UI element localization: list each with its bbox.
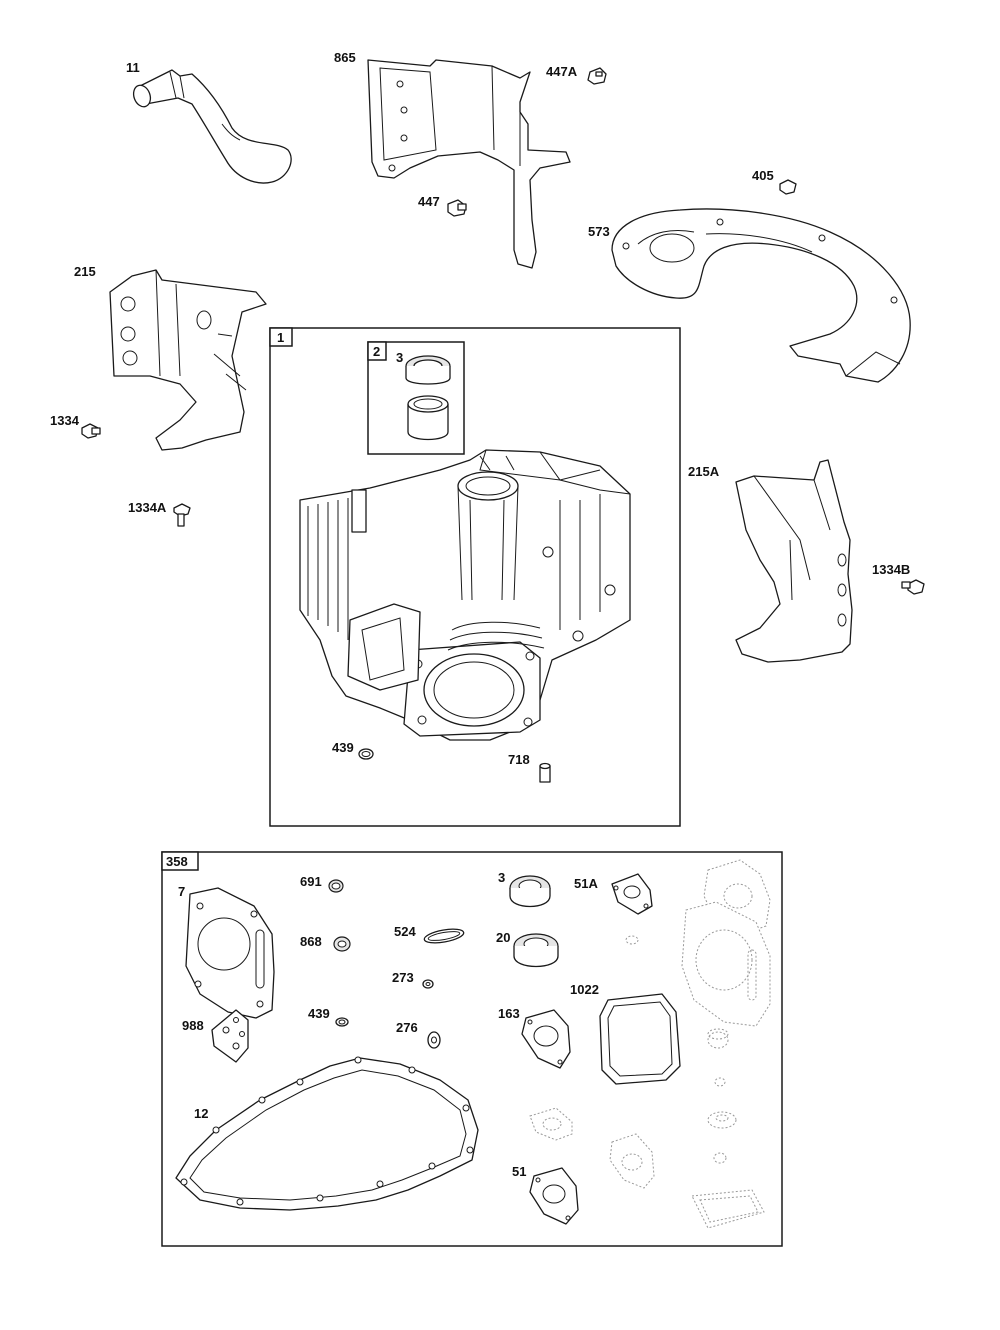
part-447-screw (447, 199, 467, 217)
callout-868: 868 (300, 934, 322, 949)
part-573-air-guide (611, 208, 911, 383)
callout-1334: 1334 (50, 413, 80, 428)
part-20-oil-seal (513, 933, 559, 968)
box-2-bearing-kit (367, 341, 465, 455)
part-3-oil-seal-kit (405, 355, 451, 441)
callout-447: 447 (418, 194, 440, 209)
part-1334B-screw (901, 579, 925, 595)
callout-691: 691 (300, 874, 322, 889)
part-276-washer (427, 1031, 441, 1049)
callout-1334B: 1334B (872, 562, 910, 577)
callout-163: 163 (498, 1006, 520, 1021)
callout-276: 276 (396, 1020, 418, 1035)
part-1022-valve-cover-gasket (599, 993, 681, 1085)
callout-7: 7 (178, 884, 185, 899)
callout-439-engine: 439 (332, 740, 354, 755)
part-439-o-ring-set (335, 1017, 349, 1027)
callout-1022: 1022 (570, 982, 599, 997)
callout-405: 405 (752, 168, 774, 183)
callout-865: 865 (334, 50, 356, 65)
part-1334-screw (81, 423, 101, 439)
callout-573: 573 (588, 224, 610, 239)
box-358-label: 358 (166, 854, 188, 869)
part-215-left-shroud (109, 269, 267, 451)
part-7-head-gasket (185, 887, 275, 1019)
part-718-dowel-pin (539, 762, 551, 783)
callout-51: 51 (512, 1164, 526, 1179)
box-1-engine-assembly (269, 327, 681, 827)
callout-20: 20 (496, 930, 510, 945)
ghost-reference-parts (529, 859, 771, 1229)
callout-988: 988 (182, 1018, 204, 1033)
callout-3-kit: 3 (396, 350, 403, 365)
box-2-label: 2 (373, 344, 380, 359)
part-691-seal (328, 879, 344, 893)
callout-273: 273 (392, 970, 414, 985)
callout-3-set: 3 (498, 870, 505, 885)
part-868-seal (333, 936, 351, 952)
callout-439-set: 439 (308, 1006, 330, 1021)
part-988-gasket (211, 1009, 249, 1063)
part-447A-screw (587, 67, 607, 85)
callout-215A: 215A (688, 464, 720, 479)
part-215A-right-shroud (735, 459, 853, 663)
part-524-o-ring (423, 928, 465, 944)
part-12-crankcase-gasket (175, 1056, 479, 1211)
part-11-breather-tube (132, 69, 292, 184)
callout-447A: 447A (546, 64, 578, 79)
part-1334A-screw (173, 503, 191, 527)
engine-block-cylinder (299, 449, 631, 741)
part-439-o-ring-engine (358, 748, 374, 760)
callout-718: 718 (508, 752, 530, 767)
part-51A-gasket (611, 873, 653, 915)
callout-51A: 51A (574, 876, 598, 891)
part-51-gasket (529, 1167, 579, 1225)
box-358-gasket-set (161, 851, 783, 1247)
callout-524: 524 (394, 924, 416, 939)
box-1-label: 1 (277, 330, 284, 345)
callout-12: 12 (194, 1106, 208, 1121)
part-273-washer (422, 979, 434, 989)
part-163-gasket (521, 1009, 571, 1069)
callout-215: 215 (74, 264, 96, 279)
callout-11: 11 (126, 60, 140, 75)
part-405-screw (779, 179, 797, 195)
callout-1334A: 1334A (128, 500, 167, 515)
part-3-oil-seal-set (509, 875, 551, 908)
part-865-shroud (367, 59, 571, 269)
